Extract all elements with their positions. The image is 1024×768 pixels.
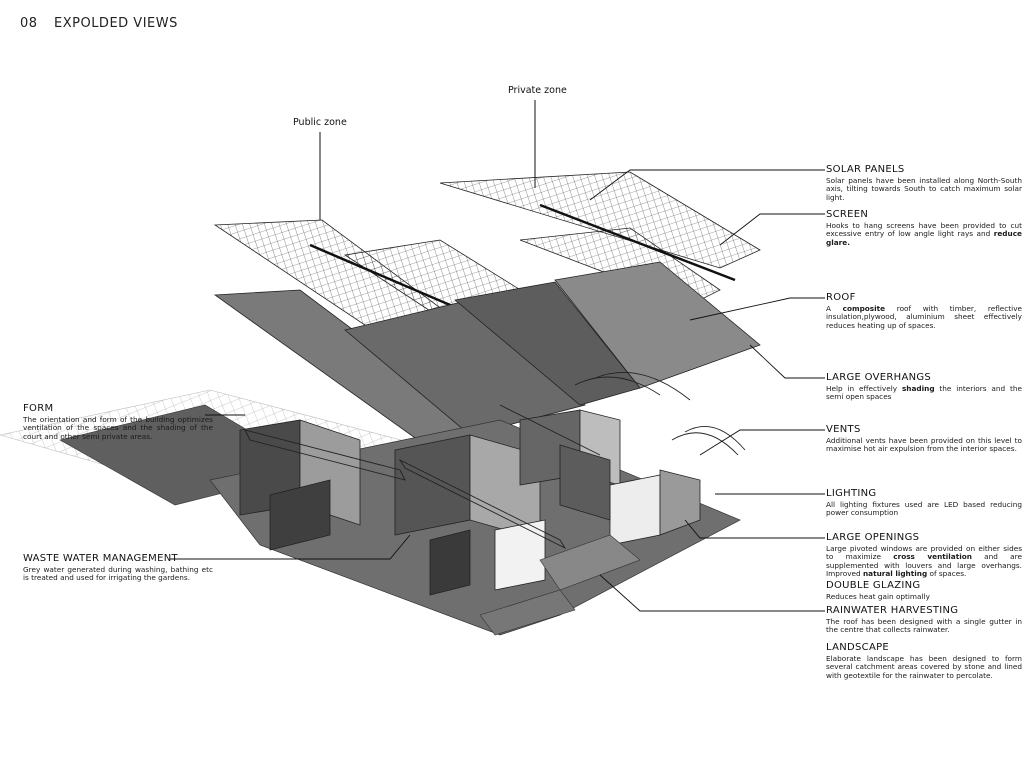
callout-large-overhangs: LARGE OVERHANGS Help in effectively shad…	[826, 372, 1022, 402]
callout-solar-panels: SOLAR PANELS Solar panels have been inst…	[826, 164, 1022, 202]
leader-waste-water	[170, 534, 411, 560]
vent-arch	[684, 425, 746, 451]
solar-rail	[539, 203, 736, 282]
roof-plane-center	[344, 299, 586, 436]
callout-title: VENTS	[826, 424, 861, 435]
emphasis-text: natural lighting	[862, 568, 928, 578]
callout-large-openings: LARGE OPENINGS Large pivoted windows are…	[826, 532, 1022, 578]
callout-title: SOLAR PANELS	[826, 164, 905, 175]
leader-solar-panels	[589, 169, 825, 201]
vents-layer	[574, 372, 746, 456]
description-text: Help in effectively	[826, 384, 902, 393]
callout-description: Large pivoted windows are provided on ei…	[826, 544, 1022, 578]
roof-plane-right	[554, 261, 761, 389]
description-text: Elaborate landscape has been designed to…	[826, 654, 1022, 680]
emphasis-text: reduce glare.	[826, 229, 1022, 247]
emphasis-text: composite	[842, 304, 886, 313]
description-text: Solar panels have been installed along N…	[826, 176, 1022, 202]
railings-layer	[244, 404, 601, 550]
callout-description: The orientation and form of the building…	[23, 415, 213, 441]
page-title: EXPOLDED VIEWS	[54, 16, 178, 31]
description-text: Large pivoted windows are provided on ei…	[826, 544, 1022, 562]
callout-title: ROOF	[826, 292, 856, 303]
callout-landscape: LANDSCAPE Elaborate landscape has been d…	[826, 642, 1022, 680]
description-text: All lighting fixtures used are LED based…	[826, 500, 1022, 518]
callout-waste-water-management: WASTE WATER MANAGEMENT Grey water genera…	[23, 553, 213, 583]
callout-description: Hooks to hang screens have been provided…	[826, 221, 1022, 247]
callout-rainwater-harvesting: RAINWATER HARVESTING The roof has been d…	[826, 605, 1022, 635]
wall-block	[609, 474, 661, 546]
callout-title: FORM	[23, 403, 54, 414]
vent-arch	[574, 376, 661, 396]
vent-arch	[671, 432, 739, 456]
description-text: Hooks to hang screens have been provided…	[826, 221, 1022, 239]
callout-roof: ROOF A composite roof with timber, refle…	[826, 292, 1022, 330]
callout-title: LARGE OVERHANGS	[826, 372, 932, 383]
railing	[499, 404, 601, 456]
railing	[398, 458, 567, 550]
description-text: Grey water generated during washing, bat…	[23, 565, 213, 583]
public-zone-label: Public zone	[293, 117, 347, 128]
description-text: The roof has been designed with a single…	[826, 617, 1022, 635]
emphasis-text: cross ventilation	[893, 552, 972, 562]
description-text: the interiors and the semi open spaces	[826, 384, 1022, 402]
leader-rainwater-harvesting	[599, 574, 825, 612]
wall-block	[559, 444, 611, 521]
solar-panels-layer	[213, 171, 761, 361]
description-text: A	[826, 304, 843, 313]
private-zone-label: Private zone	[508, 85, 567, 96]
callout-title: WASTE WATER MANAGEMENT	[23, 553, 178, 564]
description-text: Reduces heat gain optimally	[826, 592, 930, 601]
callout-title: LIGHTING	[826, 488, 877, 499]
railing	[244, 429, 406, 481]
callout-form: FORM The orientation and form of the bui…	[23, 403, 213, 441]
callout-lighting: LIGHTING All lighting fixtures used are …	[826, 488, 1022, 518]
callout-description: Elaborate landscape has been designed to…	[826, 654, 1022, 680]
leader-large-openings	[684, 519, 825, 539]
callout-description: Solar panels have been installed along N…	[826, 176, 1022, 202]
wall-block	[429, 529, 471, 596]
callout-title: RAINWATER HARVESTING	[826, 605, 959, 616]
leader-large-overhangs	[749, 344, 825, 379]
callout-description: The roof has been designed with a single…	[826, 617, 1022, 635]
callout-description: All lighting fixtures used are LED based…	[826, 500, 1022, 518]
description-text: roof with timber, reflective insulation,…	[826, 304, 1022, 330]
description-text: Additional vents have been provided on t…	[826, 436, 1022, 454]
callout-vents: VENTS Additional vents have been provide…	[826, 424, 1022, 454]
rainwater-gutter	[539, 534, 641, 591]
callout-title: LANDSCAPE	[826, 642, 890, 653]
page-number: 08	[20, 16, 38, 31]
wall-block	[659, 469, 701, 536]
callout-screen: SCREEN Hooks to hang screens have been p…	[826, 209, 1022, 247]
callout-title: SCREEN	[826, 209, 869, 220]
callout-description: Additional vents have been provided on t…	[826, 436, 1022, 454]
emphasis-text: shading	[901, 384, 935, 393]
description-text: The orientation and form of the building…	[23, 415, 213, 441]
wall-block	[494, 519, 546, 591]
callout-double-glazing: DOUBLE GLAZING Reduces heat gain optimal…	[826, 580, 1022, 601]
vent-arch	[594, 372, 691, 401]
leader-screen	[719, 213, 825, 246]
description-text: of spaces.	[927, 568, 967, 578]
roof-layer	[213, 261, 761, 446]
roof-plane-right-lower	[454, 281, 641, 406]
callout-title: LARGE OPENINGS	[826, 532, 920, 543]
leader-vents	[699, 429, 825, 456]
callout-description: Grey water generated during washing, bat…	[23, 565, 213, 583]
leader-roof	[689, 297, 825, 321]
callout-title: DOUBLE GLAZING	[826, 580, 921, 591]
callout-description: Reduces heat gain optimally	[826, 592, 1022, 601]
callout-description: Help in effectively shading the interior…	[826, 384, 1022, 402]
walls-layer	[239, 409, 701, 596]
callout-leaders	[170, 169, 825, 612]
wall-block	[394, 434, 471, 536]
lower-step	[479, 589, 576, 636]
wall-block	[269, 479, 331, 551]
callout-description: A composite roof with timber, reflective…	[826, 304, 1022, 330]
description-text: and are supplemented with louvers and la…	[826, 552, 1022, 578]
